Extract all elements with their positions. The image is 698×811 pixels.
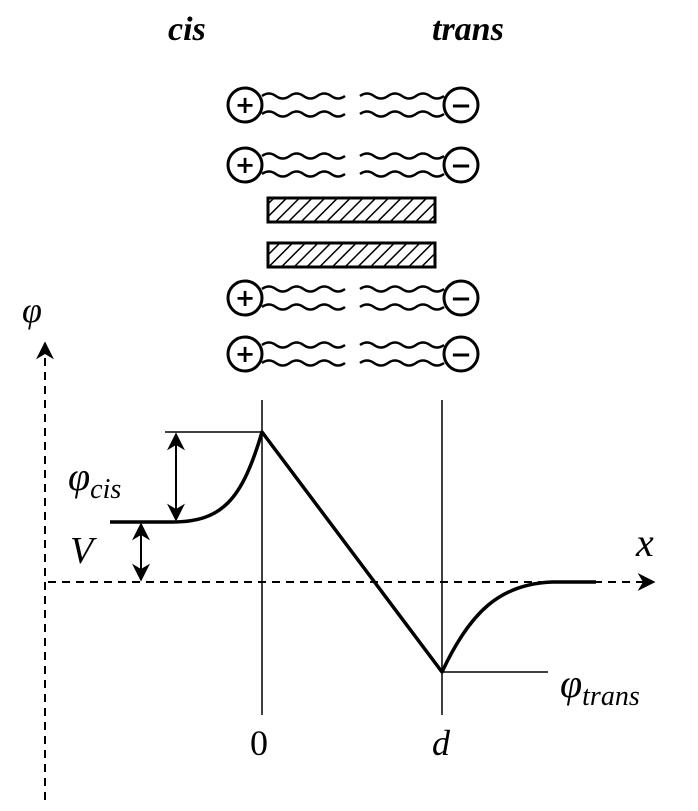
trans-label: trans bbox=[432, 11, 504, 48]
negative-head bbox=[442, 335, 480, 373]
minus-sign: − bbox=[450, 91, 472, 121]
lipid-tail bbox=[261, 359, 346, 367]
lipid-row: +− bbox=[226, 86, 480, 124]
cis-label: cis bbox=[168, 11, 206, 48]
lipid-tail bbox=[359, 92, 445, 100]
phi-axis-label: φ bbox=[22, 290, 42, 330]
lipid-tail bbox=[261, 152, 346, 160]
lipid-tail bbox=[261, 170, 346, 178]
positive-head bbox=[226, 335, 264, 373]
channel-wall-top bbox=[266, 196, 437, 224]
negative-head bbox=[442, 146, 480, 184]
lipid-tail bbox=[359, 303, 445, 311]
phi-cis-label: φcis bbox=[68, 454, 121, 505]
phi-trans-label: φtrans bbox=[560, 661, 640, 712]
tick-d: d bbox=[432, 723, 451, 763]
plus-sign: + bbox=[235, 340, 255, 368]
positive-head bbox=[226, 86, 264, 124]
plus-sign: + bbox=[235, 151, 255, 179]
positive-head bbox=[226, 279, 264, 317]
minus-sign: − bbox=[450, 151, 472, 181]
potential-curve bbox=[110, 430, 596, 674]
lipid-tail bbox=[261, 110, 346, 118]
lipid-tail bbox=[261, 303, 346, 311]
lipid-tail bbox=[359, 341, 445, 349]
lipid-tail bbox=[261, 92, 346, 100]
lipid-tail bbox=[359, 152, 445, 160]
lipid-row: +− bbox=[226, 279, 480, 317]
lipid-bilayer: +−+−+−+− bbox=[226, 86, 480, 373]
lipid-tail bbox=[359, 285, 445, 293]
minus-sign: − bbox=[450, 340, 472, 370]
lipid-row: +− bbox=[226, 335, 480, 373]
channel-wall-bottom bbox=[266, 241, 437, 269]
lipid-tail bbox=[359, 359, 445, 367]
plus-sign: + bbox=[235, 284, 255, 312]
negative-head bbox=[442, 279, 480, 317]
negative-head bbox=[442, 86, 480, 124]
lipid-tail bbox=[359, 170, 445, 178]
lipid-tail bbox=[261, 341, 346, 349]
positive-head bbox=[226, 146, 264, 184]
v-label: V bbox=[70, 530, 97, 572]
plus-sign: + bbox=[235, 91, 255, 119]
tick-zero: 0 bbox=[250, 723, 268, 763]
minus-sign: − bbox=[450, 284, 472, 314]
lipid-tail bbox=[261, 285, 346, 293]
lipid-row: +− bbox=[226, 146, 480, 184]
x-axis-label: x bbox=[635, 520, 654, 565]
lipid-tail bbox=[359, 110, 445, 118]
